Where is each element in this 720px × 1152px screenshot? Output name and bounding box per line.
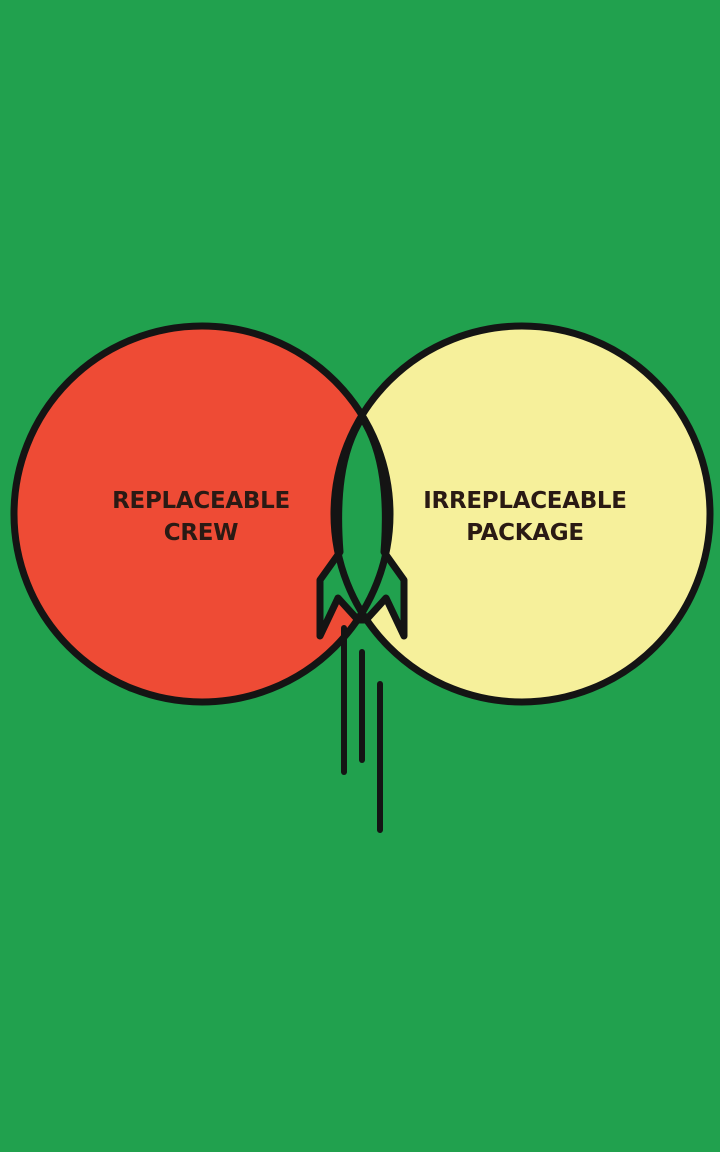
left-circle-outline bbox=[10, 322, 394, 706]
right-circle-outline bbox=[330, 322, 714, 706]
right-set-label-line2: PACKAGE bbox=[466, 520, 584, 546]
irreplaceable-package-circle bbox=[334, 326, 710, 702]
right-set-label-line1: IRREPLACEABLE bbox=[423, 488, 626, 514]
left-set-label-line2: CREW bbox=[164, 520, 238, 546]
replaceable-crew-circle bbox=[14, 326, 390, 702]
left-set-label-line1: REPLACEABLE bbox=[112, 488, 290, 514]
rocket-icon bbox=[316, 414, 408, 833]
